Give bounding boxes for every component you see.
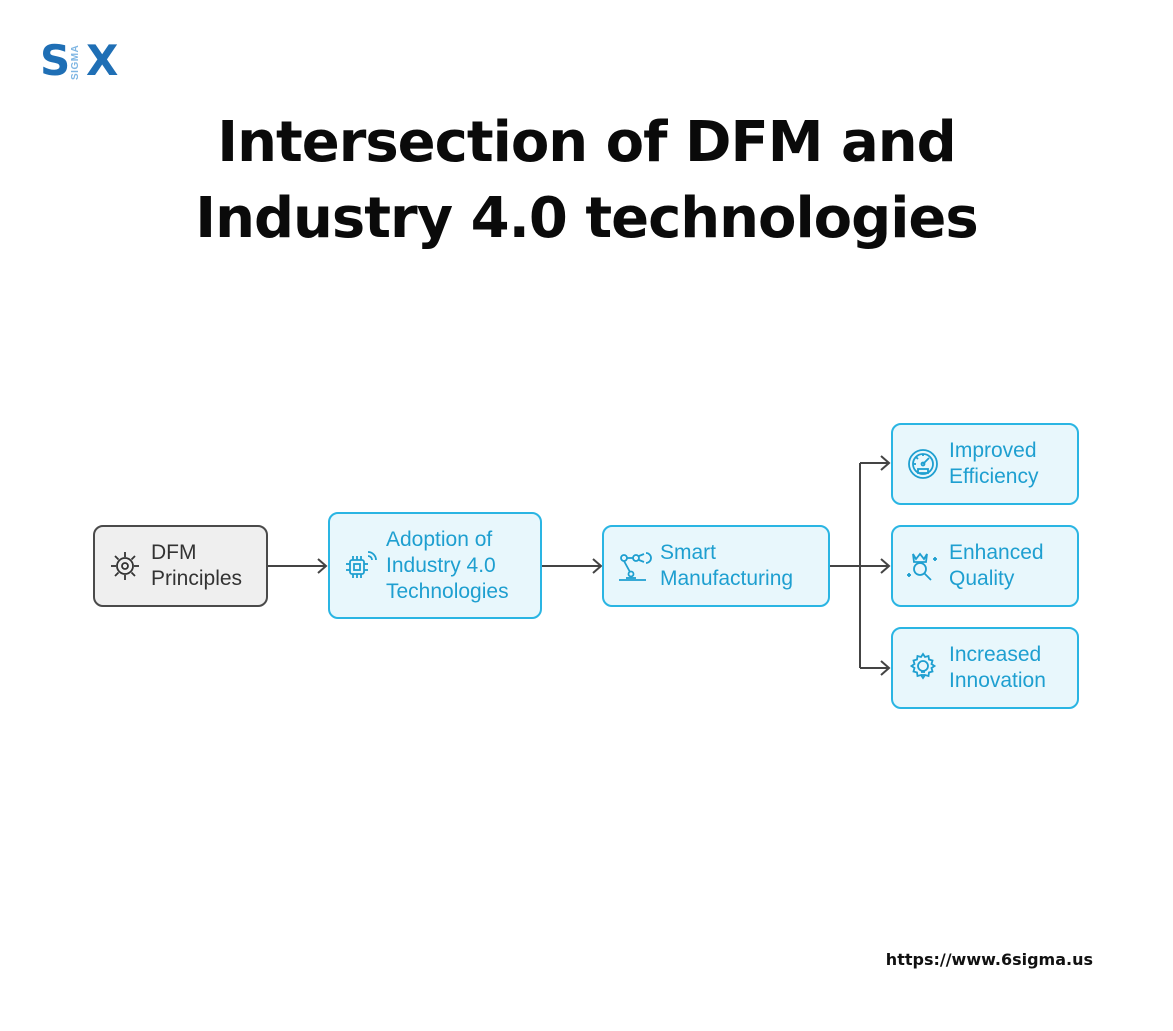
title-line-2: Industry 4.0 technologies xyxy=(195,186,979,251)
arrowhead-adoption-to-smart xyxy=(592,558,603,574)
node-smart-label: Smart Manufacturing xyxy=(660,540,793,592)
footer-url[interactable]: https://www.6sigma.us xyxy=(885,950,1093,969)
node-efficiency-label: Improved Efficiency xyxy=(949,438,1039,490)
arrowhead-to-quality xyxy=(880,558,891,574)
node-dfm-line-2: Principles xyxy=(151,567,243,590)
gear-lightbulb-icon xyxy=(905,650,941,686)
node-dfm-label: DFM Principles xyxy=(151,540,242,592)
node-improved-efficiency: Improved Efficiency xyxy=(891,423,1079,505)
crown-magnifier-icon xyxy=(905,548,941,584)
chip-wireless-icon xyxy=(342,548,378,584)
page-title: Intersection of DFM and Industry 4.0 tec… xyxy=(0,105,1173,257)
title-line-1: Intersection of DFM and xyxy=(217,110,956,175)
node-adoption-label: Adoption of Industry 4.0 Technologies xyxy=(386,527,509,605)
node-adoption-line-2: Industry 4.0 xyxy=(386,553,496,577)
sixsigma-logo: S SIGMA X xyxy=(40,38,130,84)
logo-letter-x: X xyxy=(86,36,119,85)
node-increased-innovation: Increased Innovation xyxy=(891,627,1079,709)
gear-icon xyxy=(107,548,143,584)
node-adoption-line-1: Adoption of xyxy=(386,527,493,551)
node-innovation-line-2: Innovation xyxy=(949,669,1046,692)
node-innovation-label: Increased Innovation xyxy=(949,642,1046,694)
node-dfm-principles: DFM Principles xyxy=(93,525,268,607)
node-quality-line-2: Quality xyxy=(949,567,1015,590)
logo-letter-s: S xyxy=(40,36,71,85)
node-adoption: Adoption of Industry 4.0 Technologies xyxy=(328,512,542,619)
node-quality-line-1: Enhanced xyxy=(949,541,1044,564)
node-adoption-line-3: Technologies xyxy=(386,579,509,603)
robotic-arm-icon xyxy=(616,548,652,584)
node-enhanced-quality: Enhanced Quality xyxy=(891,525,1079,607)
arrowhead-dfm-to-adoption xyxy=(317,558,328,574)
speedometer-icon xyxy=(905,446,941,482)
node-smart-line-2: Manufacturing xyxy=(660,567,794,590)
node-innovation-line-1: Increased xyxy=(949,643,1042,666)
node-dfm-line-1: DFM xyxy=(151,541,197,564)
node-efficiency-line-2: Efficiency xyxy=(949,465,1039,488)
arrowhead-to-innovation xyxy=(880,660,891,676)
node-smart-manufacturing: Smart Manufacturing xyxy=(602,525,830,607)
node-quality-label: Enhanced Quality xyxy=(949,540,1044,592)
arrowhead-to-efficiency xyxy=(880,455,891,471)
node-efficiency-line-1: Improved xyxy=(949,439,1037,462)
node-smart-line-1: Smart xyxy=(660,541,717,564)
